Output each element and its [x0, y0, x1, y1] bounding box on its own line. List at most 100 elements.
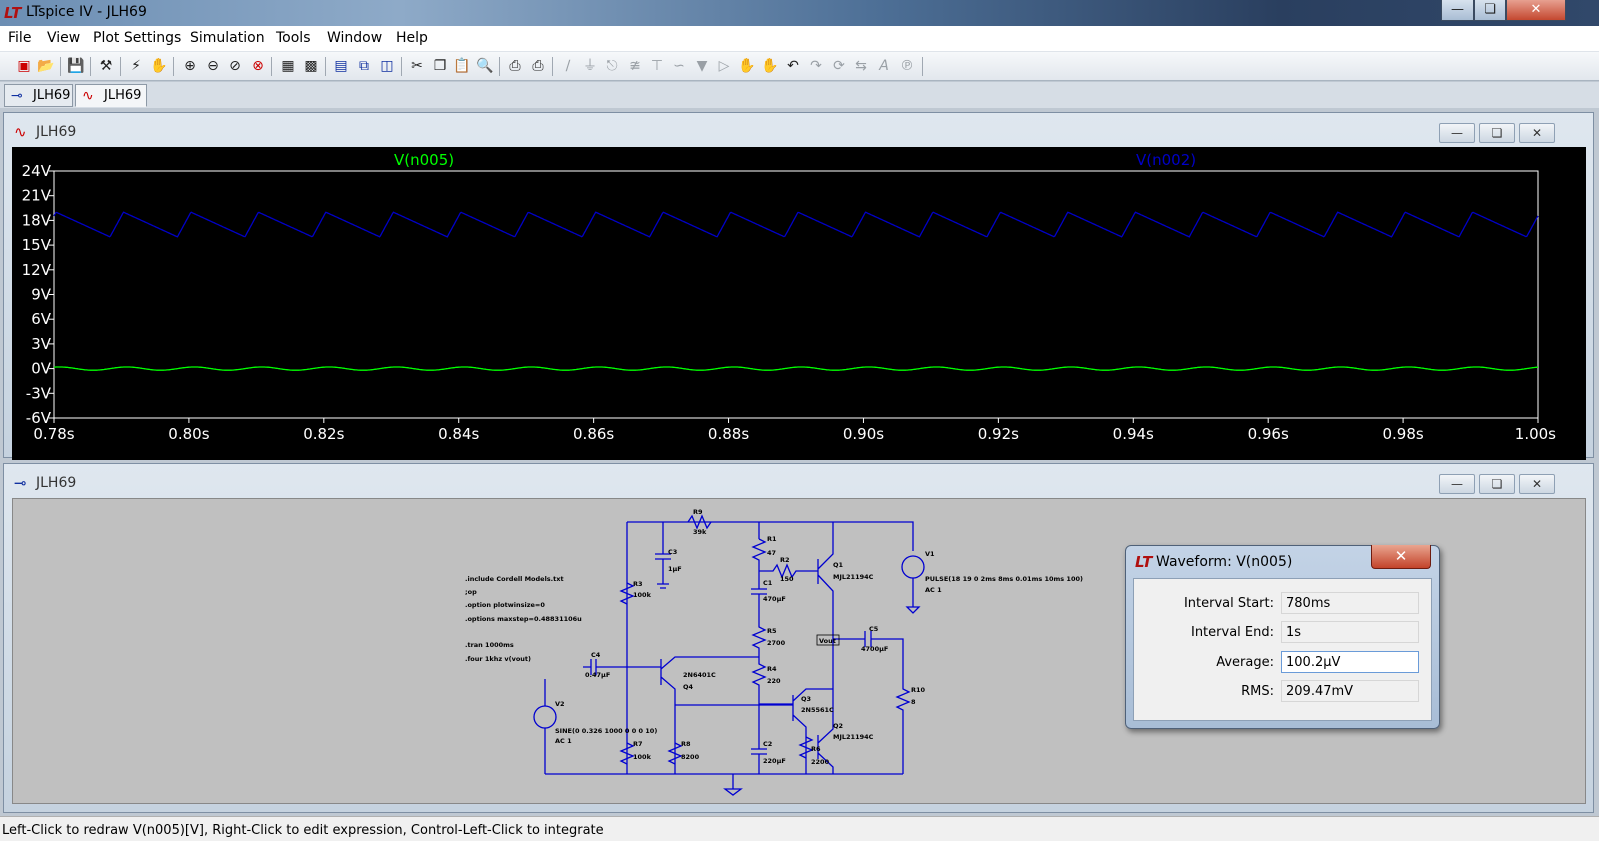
rms-field[interactable]: 209.47mV	[1281, 680, 1419, 702]
undo-icon[interactable]: ↶	[787, 58, 799, 74]
autorange-icon[interactable]: ▦	[281, 58, 295, 74]
inductor-icon[interactable]: ∽	[673, 58, 685, 74]
plot-settings-icon[interactable]: ▩	[304, 58, 318, 74]
x-tick-label: 0.80s	[168, 425, 209, 443]
minimize-button[interactable]: —	[1441, 0, 1474, 21]
rms-label: RMS:	[1241, 684, 1274, 699]
menu-plot-settings[interactable]: Plot Settings	[93, 30, 182, 46]
interval-end-field[interactable]: 1s	[1281, 621, 1419, 643]
component-value: 100k	[633, 591, 652, 599]
run-icon[interactable]: ⚡	[131, 58, 141, 74]
component-value: 47	[767, 549, 776, 557]
menu-simulation[interactable]: Simulation	[190, 30, 265, 46]
menu-window[interactable]: Window	[327, 30, 383, 46]
waveform-dialog: LT Waveform: V(n005) ✕ Interval Start: 7…	[1125, 545, 1440, 729]
menu-tools[interactable]: Tools	[276, 30, 311, 46]
component-ref: C2	[763, 740, 772, 748]
label-icon[interactable]: ⎋	[606, 58, 618, 74]
component-ref: R5	[767, 627, 777, 635]
x-tick-label: 0.82s	[303, 425, 344, 443]
component-ref: Q3	[801, 695, 811, 703]
resistor-icon[interactable]: ≇	[629, 58, 641, 74]
diode-icon[interactable]: ▼	[696, 58, 708, 74]
copy-icon[interactable]: ❐	[433, 58, 447, 74]
tab-waveform[interactable]: ∿ JLH69	[75, 84, 147, 107]
drag-icon[interactable]: ✋	[761, 58, 779, 74]
component-ref: R3	[633, 580, 643, 588]
directive: .option plotwinsize=0	[465, 601, 545, 609]
component-ref: C1	[763, 579, 773, 587]
zoom-cancel-icon[interactable]: ⊗	[252, 58, 264, 74]
paste-icon[interactable]: 📋	[453, 58, 471, 74]
window-title: LTspice IV - JLH69	[26, 4, 147, 20]
component-value: 0.47µF	[585, 671, 610, 679]
y-tick-label: 3V	[31, 335, 52, 353]
redo-icon[interactable]: ↷	[810, 58, 822, 74]
ground-icon[interactable]: ⏚	[583, 58, 597, 74]
y-tick-label: 15V	[22, 236, 52, 254]
close-button[interactable]: ✕	[1506, 0, 1566, 21]
menu-help[interactable]: Help	[396, 30, 428, 46]
component-value: MJL21194C	[833, 733, 874, 741]
tile-horizontal-icon[interactable]: ▤	[334, 58, 348, 74]
halt-icon[interactable]: ✋	[150, 58, 168, 74]
ltspice-logo-icon: LT	[1135, 553, 1153, 571]
schematic-window-title: JLH69	[36, 475, 77, 491]
waveform-icon: ∿	[82, 88, 94, 104]
capacitor-icon[interactable]: ⊤	[650, 58, 664, 74]
save-icon[interactable]: 💾	[67, 58, 85, 74]
status-bar: Left-Click to redraw V(n005)[V], Right-C…	[0, 816, 1599, 841]
average-field[interactable]: 100.2µV	[1281, 651, 1419, 673]
component-labels: R9 39k C3 1µF R3 100k R1 47 R2 150 C1 47…	[555, 508, 1083, 766]
trace-vn005	[53, 366, 1538, 371]
child-maximize-button[interactable]: ❏	[1479, 123, 1515, 143]
tile-vertical-icon[interactable]: ◫	[380, 58, 394, 74]
document-tabs: ⊸ JLH69 ∿ JLH69	[0, 82, 1599, 108]
mirror-icon[interactable]: ⇆	[855, 58, 867, 74]
cascade-icon[interactable]: ⧉	[359, 58, 369, 74]
new-schematic-icon[interactable]: ▣	[17, 58, 31, 74]
rotate-icon[interactable]: ⟳	[833, 58, 845, 74]
spice-directive-icon[interactable]: ℗	[900, 58, 914, 74]
zoom-out-icon[interactable]: ⊖	[207, 58, 219, 74]
menu-file[interactable]: File	[8, 30, 32, 46]
tab-schematic[interactable]: ⊸ JLH69	[4, 84, 73, 107]
component-value: 2700	[767, 639, 786, 647]
x-tick-label: 0.92s	[978, 425, 1019, 443]
dialog-close-button[interactable]: ✕	[1371, 545, 1431, 569]
maximize-button[interactable]: ❏	[1474, 0, 1506, 21]
wire-icon[interactable]: ∕	[565, 58, 571, 74]
text-icon[interactable]: A	[879, 58, 889, 74]
child-maximize-button[interactable]: ❏	[1479, 474, 1515, 494]
move-icon[interactable]: ✋	[738, 58, 756, 74]
zoom-fit-icon[interactable]: ⊘	[229, 58, 241, 74]
schematic-drawing[interactable]: R9 39k C3 1µF R3 100k R1 47 R2 150 C1 47…	[13, 499, 1585, 803]
x-tick-label: 0.88s	[708, 425, 749, 443]
dialog-title: Waveform: V(n005)	[1156, 554, 1293, 570]
interval-start-field[interactable]: 780ms	[1281, 592, 1419, 614]
child-close-button[interactable]: ✕	[1519, 474, 1555, 494]
cut-icon[interactable]: ✂	[411, 58, 423, 74]
component-ref: Q2	[833, 722, 843, 730]
zoom-in-icon[interactable]: ⊕	[184, 58, 196, 74]
child-minimize-button[interactable]: —	[1439, 123, 1475, 143]
directive: .four 1khz v(vout)	[465, 655, 531, 663]
waveform-icon: ∿	[14, 123, 27, 141]
x-tick-label: 0.96s	[1248, 425, 1289, 443]
child-close-button[interactable]: ✕	[1519, 123, 1555, 143]
open-icon[interactable]: 📂	[37, 58, 55, 74]
component-ref: R7	[633, 740, 643, 748]
interval-end-label: Interval End:	[1190, 625, 1274, 640]
print-icon[interactable]: ⎙	[532, 58, 544, 74]
component-icon[interactable]: ▷	[718, 58, 730, 74]
menu-view[interactable]: View	[47, 30, 81, 46]
control-panel-icon[interactable]: ⚒	[99, 58, 113, 74]
schematic-wires	[533, 514, 925, 796]
x-tick-label: 0.78s	[33, 425, 74, 443]
find-icon[interactable]: 🔍	[476, 58, 494, 74]
child-minimize-button[interactable]: —	[1439, 474, 1475, 494]
print-setup-icon[interactable]: ⎙	[509, 58, 521, 74]
directive: ;op	[465, 588, 477, 596]
